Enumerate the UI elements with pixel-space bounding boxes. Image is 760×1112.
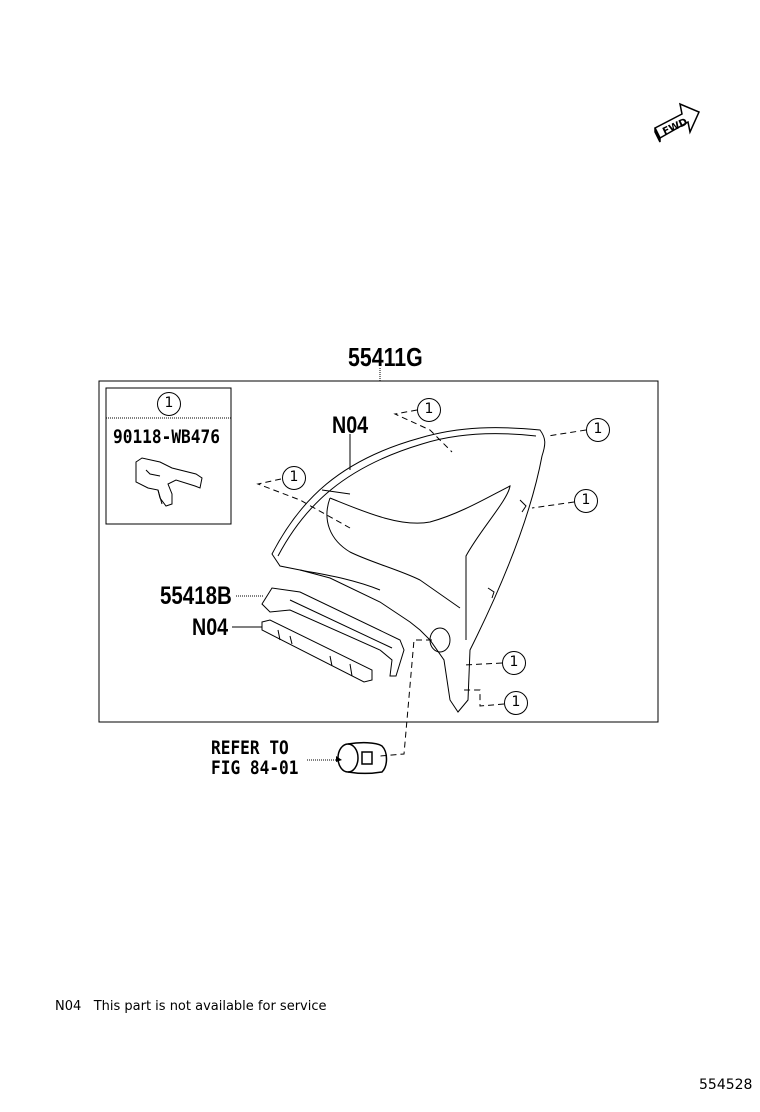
- footnote: N04 This part is not available for servi…: [55, 999, 327, 1014]
- illustration-id: 554528: [699, 1077, 753, 1093]
- legend-part-number: 90118-WB476: [113, 426, 220, 448]
- refer-to-label-line2: FIG 84-01: [211, 757, 299, 779]
- legend-callout: 1: [157, 392, 181, 416]
- refer-to-label-line1: REFER TO: [211, 737, 289, 759]
- callout-1-right: 1: [574, 489, 598, 513]
- callout-1-left: 1: [282, 466, 306, 490]
- clip-icon: [135, 457, 203, 507]
- footnote-code: N04: [55, 999, 82, 1014]
- fwd-arrow-icon: [653, 102, 700, 143]
- callout-1-top: 1: [417, 398, 441, 422]
- part-55418b-label: 55418B: [160, 582, 232, 610]
- callout-1-top-right: 1: [586, 418, 610, 442]
- n04-top-label: N04: [332, 412, 369, 439]
- switch-knob-icon: [337, 741, 388, 775]
- footnote-text: This part is not available for service: [93, 999, 327, 1014]
- n04-lower-label: N04: [192, 614, 229, 641]
- callout-1-bottom-right: 1: [504, 691, 528, 715]
- callout-1-lower-right: 1: [502, 651, 526, 675]
- main-assembly-part-number: 55411G: [348, 342, 423, 372]
